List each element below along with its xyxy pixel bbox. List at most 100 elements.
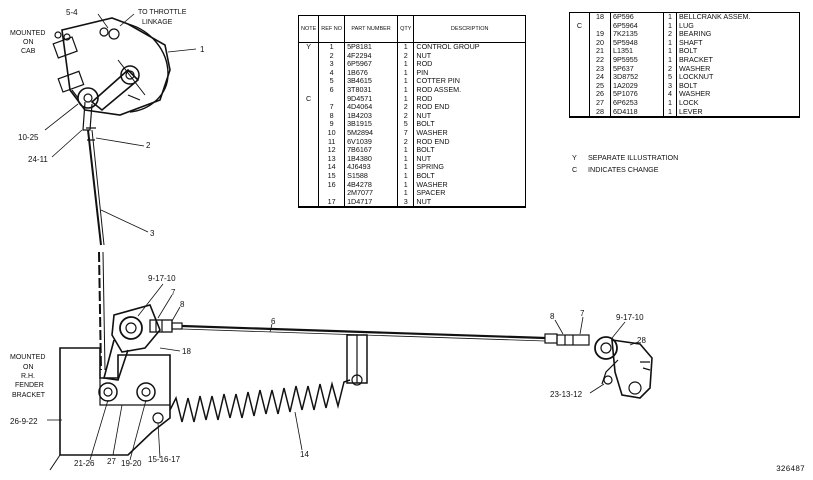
cell-ref: 5	[318, 77, 346, 86]
callout-26-9-22: 26-9-22	[10, 417, 38, 426]
cell-qty: 7	[397, 128, 415, 138]
callout-28: 28	[637, 336, 646, 345]
cell-qty: 1	[663, 98, 677, 108]
cell-ref: 17	[318, 197, 346, 208]
cell-note	[298, 189, 320, 198]
callout-15-16-17: 15-16-17	[148, 455, 181, 464]
callout-mounted-fender-5: BRACKET	[12, 392, 46, 399]
cell-qty: 1	[663, 12, 677, 22]
callout-throttle: TO THROTTLE	[138, 9, 187, 16]
cell-note	[569, 30, 590, 39]
cell-part: 7K2135	[610, 30, 664, 39]
cell-part: 5M2894	[344, 128, 399, 138]
cell-desc: ROD END	[416, 102, 450, 112]
cell-part: 4B4278	[344, 180, 399, 190]
cell-qty: 1	[397, 60, 415, 69]
cell-qty: 2	[397, 103, 415, 112]
callout-mounted-fender-1: MOUNTED	[10, 354, 45, 361]
header-desc: DESCRIPTION	[413, 15, 526, 43]
cell-note	[298, 111, 320, 121]
cell-note: C	[298, 94, 320, 104]
callout-2: 2	[146, 141, 151, 150]
cell-note	[298, 85, 320, 95]
cell-desc: BOLT	[416, 145, 435, 155]
cell-note	[298, 120, 320, 129]
cell-desc: LOCKNUT	[679, 72, 714, 82]
cell-qty: 4	[663, 90, 677, 99]
cell-ref: 23	[589, 64, 611, 74]
cell-ref: 21	[589, 47, 611, 56]
left-bellcrank	[102, 304, 183, 381]
callout-10-25: 10-25	[18, 133, 39, 142]
cell-qty: 1	[663, 38, 677, 48]
cell-part: 5P8181	[344, 42, 399, 52]
cell-qty: 1	[397, 77, 415, 86]
cell-note	[569, 90, 590, 99]
cell-ref	[589, 21, 611, 31]
header-note: NOTE	[298, 15, 320, 43]
cell-desc: WASHER	[416, 179, 448, 189]
cell-part: 1B4380	[344, 154, 399, 164]
cell-note	[298, 163, 320, 172]
cell-desc: BOLT	[679, 80, 698, 90]
cell-desc: BOLT	[416, 119, 435, 129]
legend-y-text: SEPARATE ILLUSTRATION	[588, 153, 679, 162]
callout-6: 6	[271, 317, 276, 326]
cell-ref: 19	[589, 30, 611, 39]
cell-qty: 1	[397, 180, 415, 190]
cell-desc: PIN	[416, 67, 429, 77]
cell-note	[569, 98, 590, 108]
cell-desc: CONTROL GROUP	[416, 42, 480, 51]
cell-desc: BELLCRANK ASSEM.	[679, 12, 751, 21]
cell-ref: 24	[589, 73, 611, 82]
cell-ref: 8	[318, 111, 346, 121]
cell-qty: 2	[663, 64, 677, 74]
cell-desc: ROD	[416, 93, 433, 103]
cell-note	[298, 154, 320, 164]
cell-ref: 4	[318, 68, 346, 78]
cell-ref: 28	[589, 107, 611, 118]
cell-qty: 2	[663, 30, 677, 39]
cell-part: 5P637	[610, 64, 664, 74]
cell-note	[569, 64, 590, 74]
cell-note	[298, 68, 320, 78]
cell-ref: 2	[318, 51, 346, 61]
cell-note	[298, 60, 320, 69]
cell-ref: 13	[318, 154, 346, 164]
cell-part: 6P5964	[610, 21, 664, 31]
cell-qty: 1	[397, 163, 415, 172]
cell-qty: 5	[397, 120, 415, 129]
cell-part: 1A2029	[610, 81, 664, 91]
callout-18: 18	[182, 347, 191, 356]
callout-27: 27	[107, 457, 116, 466]
control-lever	[77, 59, 146, 131]
cell-part: 5P5948	[610, 38, 664, 48]
cell-qty: 2	[397, 137, 415, 147]
cell-note	[569, 38, 590, 48]
cell-ref: 3	[318, 60, 346, 69]
cell-desc: NUT	[416, 153, 432, 163]
cell-desc: BOLT	[416, 170, 435, 180]
callout-21-26: 21-26	[74, 459, 95, 468]
cell-desc: WASHER	[416, 127, 448, 137]
cell-qty: 2	[397, 51, 415, 61]
cell-desc: ROD ASSEM.	[416, 84, 462, 94]
cell-qty: 1	[397, 68, 415, 78]
